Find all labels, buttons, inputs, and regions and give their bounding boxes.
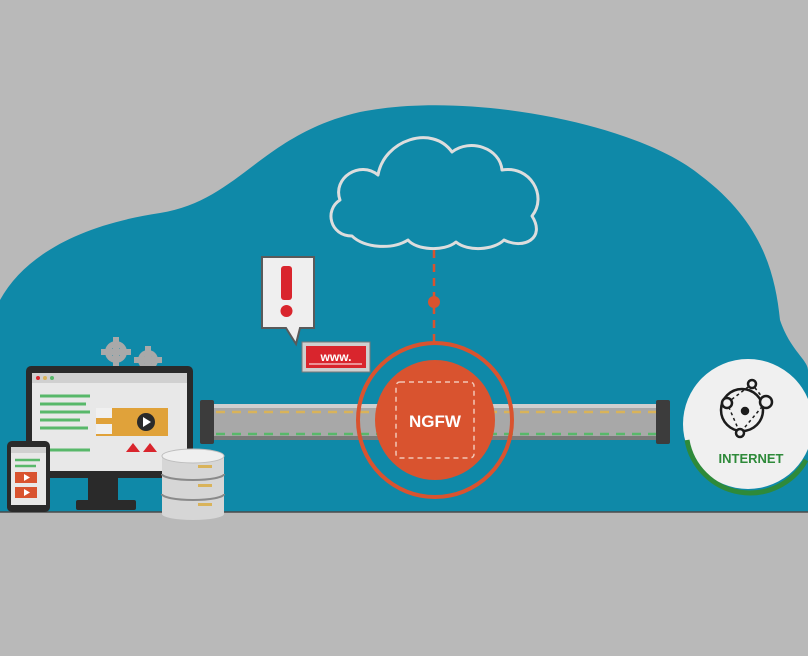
malicious-url-tag: www.: [301, 341, 371, 373]
database-icon: [161, 448, 225, 520]
network-globe-icon: [719, 378, 774, 439]
gears-icon: [101, 337, 162, 374]
tablet-icon: [7, 441, 50, 512]
internet-label: INTERNET: [719, 451, 784, 466]
firewall-hub: NGFW: [356, 341, 514, 499]
cloud-link-node: [428, 296, 440, 308]
desktop-monitor-icon: [26, 366, 193, 510]
firewall-label: NGFW: [409, 412, 462, 431]
cloud-outline-icon: [329, 136, 540, 250]
warning-exclamation-icon: [261, 256, 315, 347]
internet-badge: INTERNET: [683, 359, 808, 496]
url-text: www.: [320, 350, 352, 364]
